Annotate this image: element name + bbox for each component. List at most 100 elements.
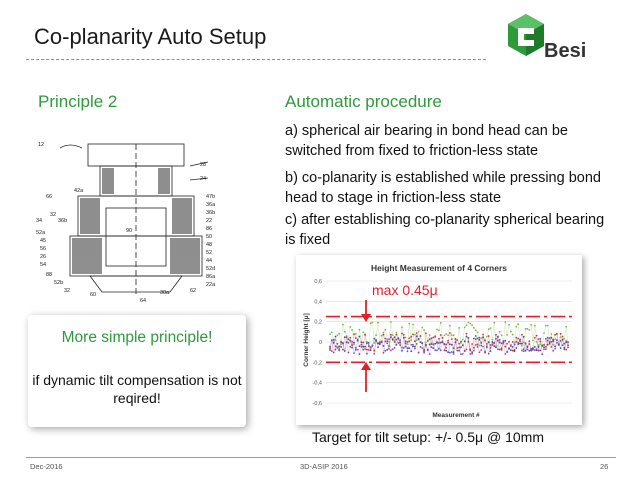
chart-point	[480, 337, 483, 340]
chart-point	[554, 345, 556, 348]
chart-point	[489, 344, 492, 346]
callout-body: if dynamic tilt compensation is not reqi…	[32, 372, 242, 406]
chart-point	[497, 339, 499, 342]
chart-point	[410, 344, 413, 346]
max-label: max 0.45μ	[372, 282, 438, 298]
chart-point	[533, 324, 536, 327]
chart-point	[530, 323, 532, 326]
chart-point	[353, 333, 355, 335]
chart-point	[434, 342, 437, 345]
drawing-label: 66	[46, 194, 52, 200]
chart-point	[438, 342, 440, 344]
callout-box: More simple principle! if dynamic tilt c…	[28, 315, 246, 427]
chart-point	[506, 334, 508, 336]
drawing-label: 52d	[206, 266, 215, 272]
chart-point	[533, 349, 536, 351]
chart-point	[410, 350, 413, 353]
drawing-label: 42a	[74, 188, 84, 194]
chart-point	[388, 345, 390, 347]
chart-point	[438, 337, 440, 340]
drawing-label: 44	[206, 258, 212, 264]
chart-point	[467, 321, 470, 324]
chart-point	[364, 334, 366, 336]
chart-point	[535, 334, 538, 337]
chart-point	[395, 333, 398, 336]
chart-point	[428, 353, 431, 355]
chart-point	[539, 349, 542, 352]
chart-point	[497, 335, 499, 338]
chart-point	[330, 331, 333, 334]
chart-point	[425, 341, 427, 344]
chart-point	[430, 337, 433, 340]
chart-point	[458, 327, 460, 329]
chart-point	[521, 333, 523, 336]
chart-point	[375, 340, 377, 343]
chart-point	[495, 346, 497, 349]
drawing-label: 90	[126, 228, 132, 234]
chart-point	[436, 328, 438, 331]
chart-point	[452, 334, 455, 337]
chart-point	[401, 346, 403, 349]
chart-point	[388, 341, 390, 343]
chart-point	[362, 348, 365, 351]
chart-point	[495, 345, 497, 347]
chart-point	[519, 338, 521, 341]
chart-point	[543, 348, 545, 350]
chart-point	[367, 342, 370, 344]
chart-point	[489, 327, 492, 329]
chart-point	[471, 324, 473, 326]
drawing-label: 22	[206, 218, 212, 224]
drawing-label: 24	[200, 176, 206, 182]
chart-point	[393, 341, 396, 343]
chart-point	[395, 343, 398, 346]
chart-point	[329, 349, 331, 351]
logo-text: Besi	[544, 40, 587, 62]
drawing-label: 36b	[58, 218, 67, 224]
chart-point	[452, 347, 455, 350]
chart-point	[504, 321, 507, 323]
chart-point	[373, 342, 376, 344]
chart-point	[513, 342, 516, 344]
chart-point	[561, 338, 564, 341]
chart-point	[517, 341, 520, 344]
chart-point	[517, 337, 520, 340]
chart-point	[454, 341, 457, 343]
chart-point	[447, 334, 449, 337]
chart-point	[336, 342, 339, 345]
chart-point	[338, 345, 341, 348]
chart-point	[546, 336, 549, 339]
chart-point	[342, 342, 344, 344]
chart-point	[522, 341, 525, 344]
drawing-label: 28	[200, 162, 206, 168]
chart-point	[476, 337, 479, 340]
chart-point	[443, 334, 446, 337]
chart-point	[406, 343, 409, 345]
chart-point	[439, 334, 442, 336]
chart-point	[449, 343, 451, 346]
chart-point	[447, 351, 449, 354]
chart-point	[556, 332, 558, 335]
chart-point	[548, 342, 551, 345]
chart-point	[438, 329, 440, 332]
chart-point	[443, 343, 446, 345]
chart-point	[548, 341, 551, 343]
chart-point	[423, 329, 425, 331]
chart-point	[537, 344, 540, 347]
chart-point	[342, 348, 344, 351]
chart-point	[473, 346, 475, 349]
chart-point	[474, 329, 477, 332]
procedure-heading: Automatic procedure	[285, 92, 442, 111]
chart-point	[345, 335, 348, 337]
chart-ytick-label: -0,6	[313, 401, 322, 407]
chart-point	[476, 346, 479, 348]
chart-point	[401, 349, 403, 352]
chart-point	[366, 348, 368, 351]
chart-point	[495, 333, 497, 336]
step-b: b) co-planarity is established while pre…	[285, 170, 601, 206]
chart-point	[541, 344, 544, 347]
chart-point	[458, 346, 460, 349]
chart-point	[412, 323, 414, 326]
chart-point	[509, 345, 512, 347]
chart-point	[410, 335, 413, 338]
chart-point	[449, 324, 451, 327]
